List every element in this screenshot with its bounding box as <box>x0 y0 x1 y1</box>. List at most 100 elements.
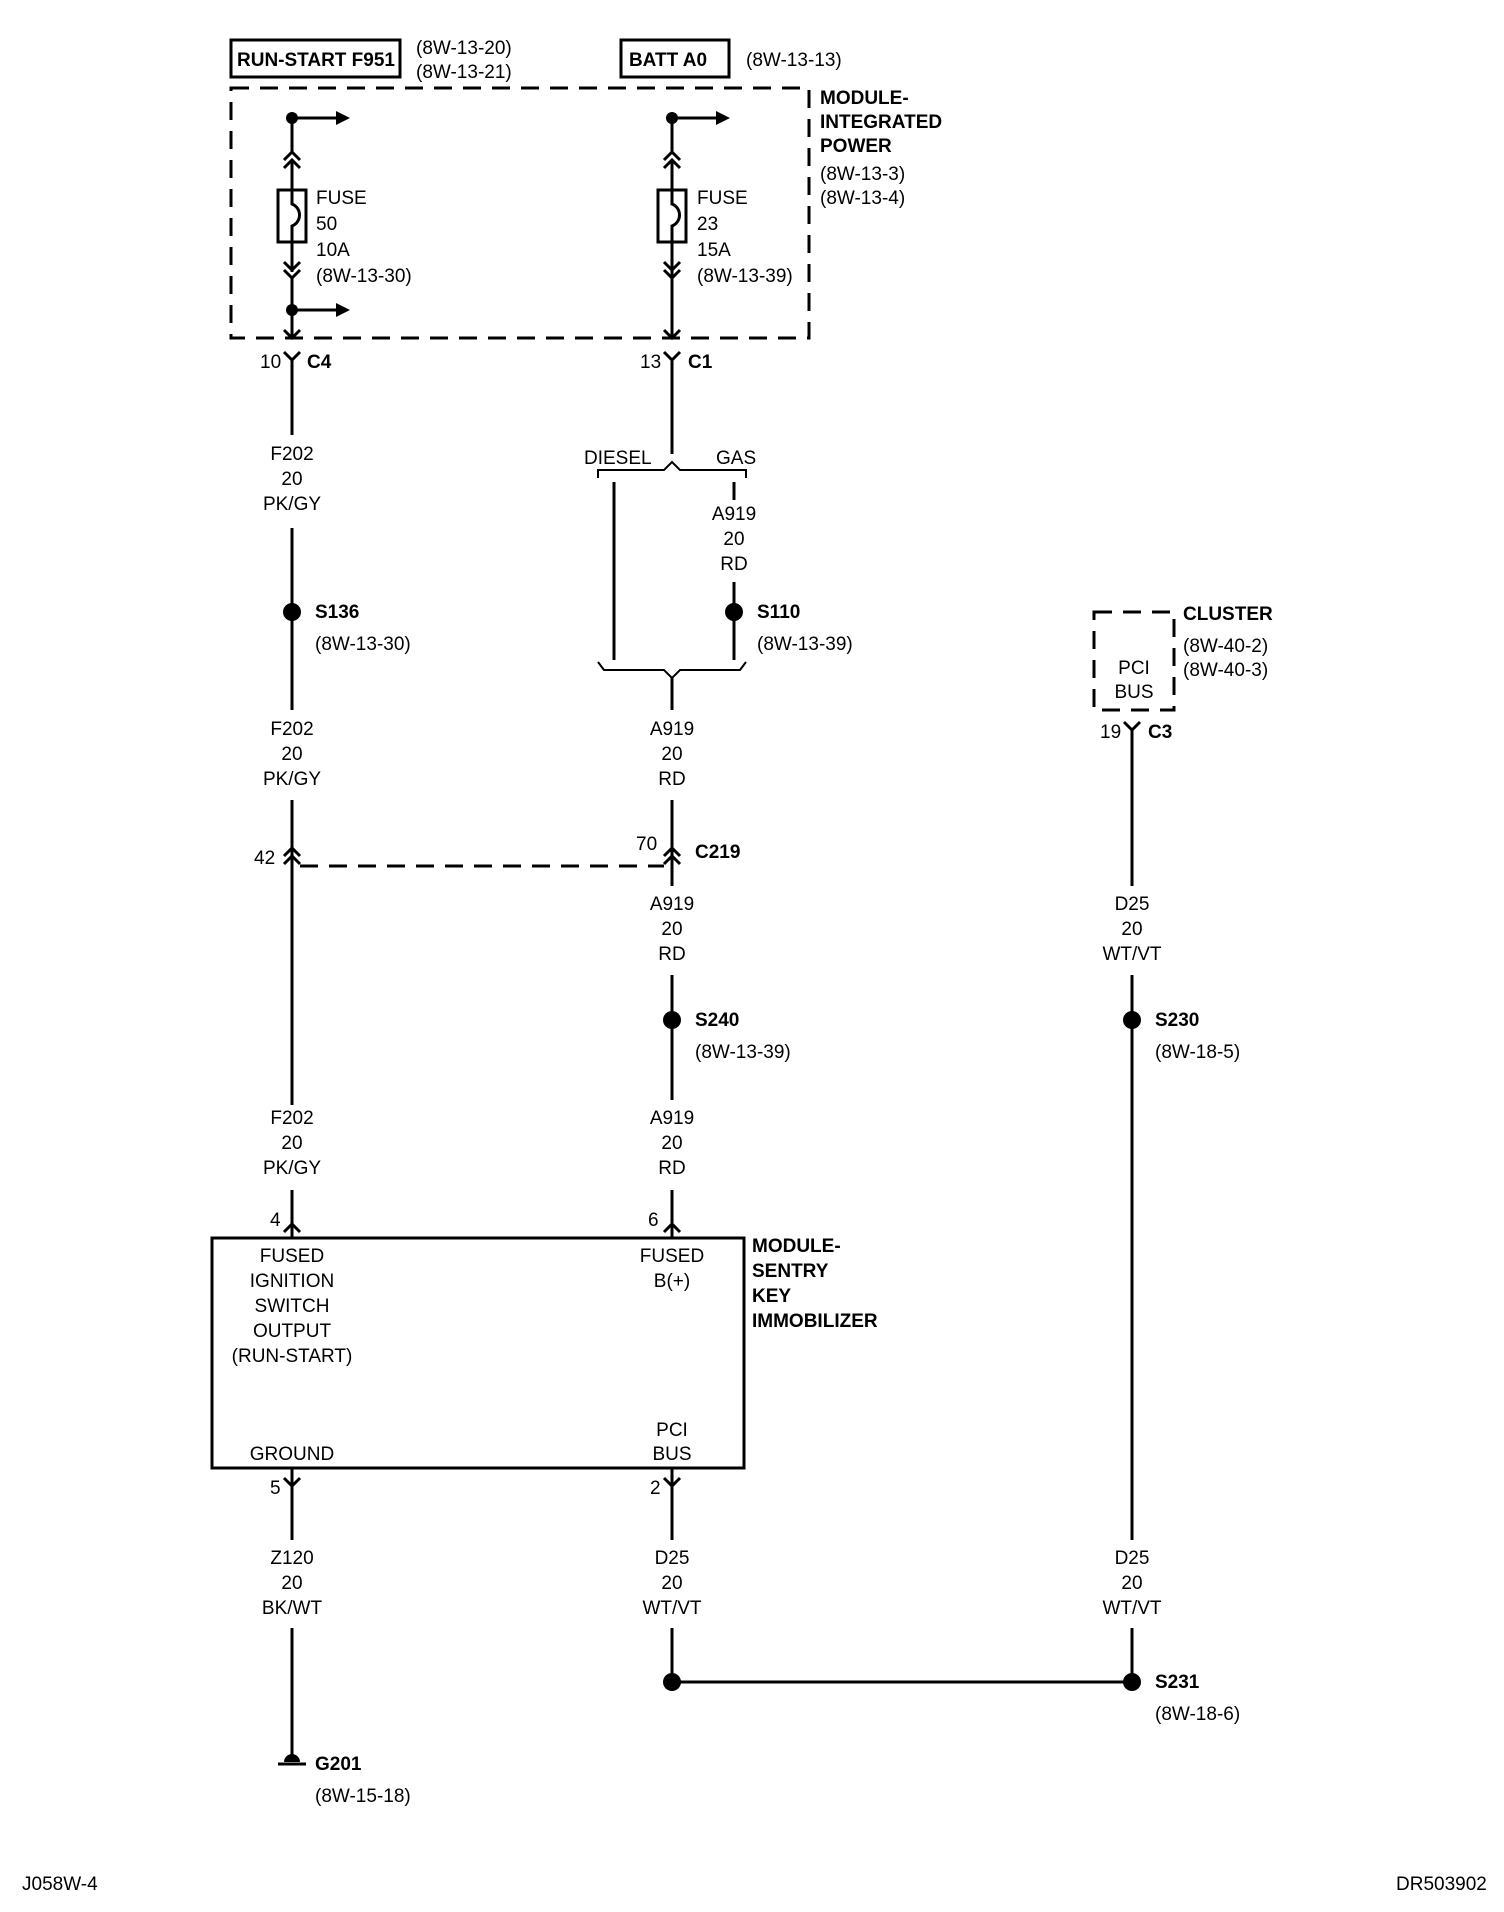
a919-2-gauge: 20 <box>661 744 682 765</box>
c1-pin: 13 <box>640 352 661 373</box>
ipm-ref-2: (8W-13-4) <box>820 188 905 209</box>
immobilizer-box <box>210 1236 746 1470</box>
d25-3-gauge: 20 <box>1121 1573 1142 1594</box>
batt-label: BATT A0 <box>629 50 707 71</box>
f202-3-color: PK/GY <box>263 1158 321 1179</box>
z120-gauge: 20 <box>281 1573 302 1594</box>
run-start-label: RUN-START F951 <box>237 50 395 71</box>
run-start-box <box>229 38 402 79</box>
run-start-ref-2: (8W-13-21) <box>416 62 512 83</box>
footer-right-code: DR503902 <box>1396 1874 1487 1895</box>
g201-ref: (8W-15-18) <box>315 1786 411 1807</box>
a919-2-color: RD <box>658 769 685 790</box>
f202-1-gauge: 20 <box>281 469 302 490</box>
cluster-title: CLUSTER <box>1183 604 1273 625</box>
c4-label: C4 <box>307 352 332 373</box>
a919-3-gauge: 20 <box>661 919 682 940</box>
connector-c4-symbol <box>282 350 302 363</box>
splice-s231 <box>1123 1673 1141 1691</box>
c219-label: C219 <box>695 842 740 863</box>
immo-pin-4: 4 <box>270 1210 281 1231</box>
s231-ref: (8W-18-6) <box>1155 1704 1240 1725</box>
s240-ref: (8W-13-39) <box>695 1042 791 1063</box>
immo-ground: GROUND <box>250 1444 334 1465</box>
a919-gas-code: A919 <box>712 504 756 525</box>
d25-1-gauge: 20 <box>1121 919 1142 940</box>
s240-label: S240 <box>695 1010 739 1031</box>
immo-pin-2: 2 <box>650 1478 661 1499</box>
ipm-title-2: INTEGRATED <box>820 112 942 133</box>
f202-2-color: PK/GY <box>263 769 321 790</box>
a919-4-color: RD <box>658 1158 685 1179</box>
d25-2-color: WT/VT <box>642 1598 701 1619</box>
f202-3-code: F202 <box>270 1108 313 1129</box>
s231-label: S231 <box>1155 1672 1200 1693</box>
f202-1-code: F202 <box>270 444 313 465</box>
a919-4-code: A919 <box>650 1108 694 1129</box>
splice-s110 <box>725 603 743 621</box>
a919-2-code: A919 <box>650 719 694 740</box>
immo-title-4: IMMOBILIZER <box>752 1311 878 1332</box>
fuse-23-rating: 15A <box>697 240 731 261</box>
a919-3-code: A919 <box>650 894 694 915</box>
a919-3-color: RD <box>658 944 685 965</box>
d25-2-gauge: 20 <box>661 1573 682 1594</box>
diesel-gas-bracket-top <box>597 460 747 478</box>
c4-pin: 10 <box>260 352 281 373</box>
d25-3-code: D25 <box>1115 1548 1150 1569</box>
d25-3-color: WT/VT <box>1102 1598 1161 1619</box>
connector-c1-symbol <box>662 350 682 363</box>
z120-color: BK/WT <box>262 1598 323 1619</box>
s136-label: S136 <box>315 602 359 623</box>
immo-pci-2: BUS <box>652 1444 691 1465</box>
c3-label: C3 <box>1148 722 1172 743</box>
c3-pin: 19 <box>1100 722 1121 743</box>
connector-c3-symbol <box>1122 720 1142 733</box>
a919-gas-gauge: 20 <box>723 529 744 550</box>
cluster-pin-2: BUS <box>1114 682 1153 703</box>
ipm-ref-1: (8W-13-3) <box>820 164 905 185</box>
cluster-pin-1: PCI <box>1118 658 1150 679</box>
c219-right-pin: 70 <box>636 834 657 855</box>
s230-ref: (8W-18-5) <box>1155 1042 1240 1063</box>
fuse-23-circuit <box>656 111 730 341</box>
immo-pin-5: 5 <box>270 1478 281 1499</box>
diesel-gas-bracket-bottom <box>597 661 747 680</box>
immo-title-2: SENTRY <box>752 1261 829 1282</box>
immo-batt-2: B(+) <box>654 1271 690 1292</box>
connector-c219-left-symbol <box>282 845 302 858</box>
splice-s136 <box>283 603 301 621</box>
fuse-23-number: 23 <box>697 214 718 235</box>
immo-ign-2: IGNITION <box>250 1271 334 1292</box>
variant-diesel: DIESEL <box>584 448 652 469</box>
c1-label: C1 <box>688 352 713 373</box>
a919-4-gauge: 20 <box>661 1133 682 1154</box>
immo-pci-1: PCI <box>656 1420 688 1441</box>
splice-s240 <box>663 1011 681 1029</box>
immo-batt-1: FUSED <box>640 1246 704 1267</box>
immo-title-3: KEY <box>752 1286 791 1307</box>
ipm-title-3: POWER <box>820 136 892 157</box>
s230-label: S230 <box>1155 1010 1199 1031</box>
f202-1-color: PK/GY <box>263 494 321 515</box>
batt-ref: (8W-13-13) <box>746 50 842 71</box>
s110-label: S110 <box>757 602 800 623</box>
f202-2-gauge: 20 <box>281 744 302 765</box>
z120-code: Z120 <box>270 1548 313 1569</box>
g201-label: G201 <box>315 1754 362 1775</box>
f202-3-gauge: 20 <box>281 1133 302 1154</box>
fuse-23-label: FUSE <box>697 188 748 209</box>
immo-ign-5: (RUN-START) <box>232 1346 353 1367</box>
immo-ign-1: FUSED <box>260 1246 324 1267</box>
d25-1-color: WT/VT <box>1102 944 1161 965</box>
s110-ref: (8W-13-39) <box>757 634 853 655</box>
fuse-50-rating: 10A <box>316 240 350 261</box>
fuse-50-number: 50 <box>316 214 337 235</box>
fuse-23-ref: (8W-13-39) <box>697 266 793 287</box>
d25-1-code: D25 <box>1115 894 1150 915</box>
cluster-ref-1: (8W-40-2) <box>1183 636 1268 657</box>
fuse-50-label: FUSE <box>316 188 367 209</box>
immo-pin-6: 6 <box>648 1210 659 1231</box>
cluster-ref-2: (8W-40-3) <box>1183 660 1268 681</box>
